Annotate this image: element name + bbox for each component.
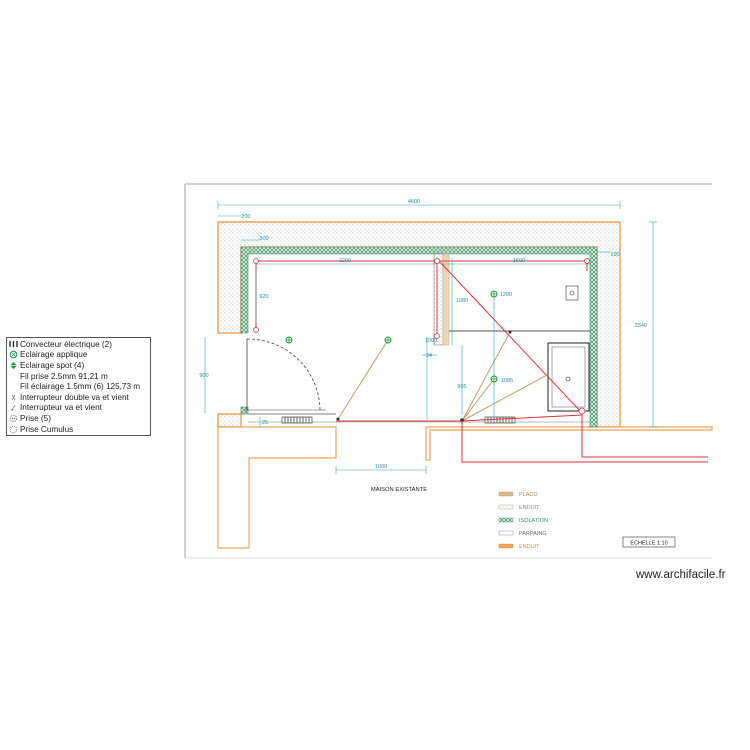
dim-bottom-opening: 1000: [375, 464, 387, 470]
scale-box: ECHELLE 1:10: [622, 536, 676, 548]
dim-overall-width: 4600: [408, 199, 420, 205]
dimension-labels: 4600 200 300 2200 1600 100 920 2340 1080…: [199, 199, 647, 470]
material-label: ENDUIT: [519, 544, 540, 550]
shower-tray: [547, 342, 590, 412]
legend-item: Interrupteur va et vient: [7, 403, 150, 414]
switch-icon: [336, 417, 340, 421]
material-label: ENDUIT: [519, 505, 540, 511]
legend-label: Interrupteur va et vient: [20, 403, 102, 413]
spot-light-icon: [490, 290, 498, 298]
double-switch-icon: [7, 393, 20, 402]
spot-light-icon: [285, 336, 293, 344]
socket-icon: [253, 327, 259, 333]
insulation-layer: [240, 246, 598, 428]
material-label: PLACO: [519, 492, 538, 498]
legend-item: Interrupteur double va et vient: [7, 392, 150, 403]
light-fixtures: [285, 290, 498, 383]
dim-partition-b: 1000: [425, 338, 437, 344]
legend-label: Prise Cumulus: [20, 424, 74, 434]
spot-light-icon: [7, 361, 20, 370]
material-label: PARPAING: [519, 531, 547, 537]
drawing-frame: [184, 183, 712, 559]
dim-door-height: 900: [199, 373, 208, 379]
washbasin: [565, 285, 579, 301]
dim-right-offset: 100: [610, 252, 619, 258]
switch-icon: [508, 330, 512, 334]
legend-label: Fil prise 2.5mm 91,21 m: [20, 371, 108, 381]
legend-item: Eclairage spot (4): [7, 360, 150, 371]
materials-legend: PLACO ENDUIT ISOLATION PARPAING ENDUIT: [498, 491, 548, 550]
legend-item: Convecteur électrique (2): [7, 339, 150, 350]
symbol-legend: Convecteur électrique (2) Eclairage appl…: [6, 337, 151, 437]
lighting-wiring: [337, 331, 548, 422]
dim-lower-right: 905: [457, 384, 466, 390]
legend-label: Interrupteur double va et vient: [20, 392, 129, 402]
socket-icon: [434, 333, 440, 339]
dim-spot-b: 1085: [501, 378, 513, 384]
cumulus-socket-icon: [578, 407, 586, 415]
sockets: [253, 258, 590, 415]
existing-house-label: MAISON EXISTANTE: [371, 487, 427, 493]
legend-label: Eclairage spot (4): [20, 360, 85, 370]
dim-left-wall: 200: [241, 214, 250, 220]
convector-icon: [7, 340, 20, 348]
dimension-lines: [204, 201, 657, 474]
legend-item: Fil éclairage 1.5mm (6) 125,73 m: [7, 381, 150, 392]
legend-label: Eclairage applique: [20, 350, 88, 360]
door-swing: [244, 338, 326, 411]
switch-icon: [7, 403, 20, 412]
dim-partition-small: 24: [426, 353, 432, 359]
legend-label: Convecteur électrique (2): [20, 339, 112, 349]
dim-spot-a: 1200: [500, 292, 512, 298]
partitions: [248, 253, 590, 423]
legend-item: Prise Cumulus: [7, 424, 150, 435]
dim-door-small: 25: [262, 420, 268, 426]
cumulus-socket-icon: [7, 425, 20, 434]
convector-icon: [281, 416, 313, 424]
dim-room-left: 2200: [339, 258, 351, 264]
material-label: ISOLATION: [519, 518, 548, 524]
scale-label: ECHELLE 1:10: [630, 541, 667, 547]
dim-room-right: 1600: [513, 258, 525, 264]
wall-light-icon: [7, 350, 20, 359]
dim-overall-height: 2340: [635, 323, 647, 329]
legend-label: Fil éclairage 1.5mm (6) 125,73 m: [20, 382, 141, 392]
socket-icon: [253, 258, 259, 264]
legend-label: Prise (5): [20, 413, 51, 423]
spot-light-icon: [490, 375, 498, 383]
legend-item: Fil prise 2.5mm 91,21 m: [7, 371, 150, 382]
socket-icon: [584, 258, 590, 264]
socket-icon: [7, 414, 20, 423]
socket-icon: [434, 258, 440, 264]
dim-room-depth: 920: [259, 294, 268, 300]
spot-light-icon: [384, 336, 392, 344]
legend-item: Prise (5): [7, 413, 150, 424]
socket-wiring: [255, 260, 708, 463]
dim-partition-a: 1080: [456, 298, 468, 304]
dim-inner-offset: 300: [259, 236, 268, 242]
legend-item: Eclairage applique: [7, 350, 150, 361]
switches: [336, 330, 512, 422]
double-switch-icon: [460, 418, 464, 422]
watermark: www.archifacile.fr: [636, 569, 726, 581]
